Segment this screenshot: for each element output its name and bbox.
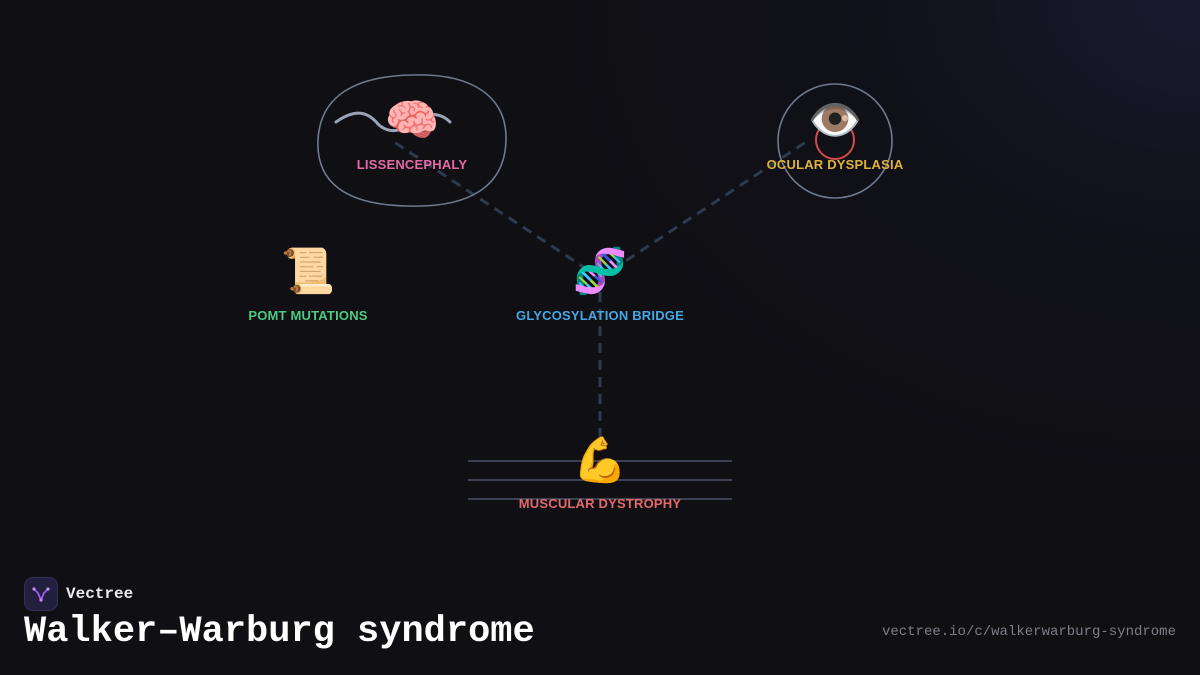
flexed-biceps-icon: 💪: [572, 435, 628, 486]
scroll-icon: 📜: [280, 246, 336, 297]
eye-icon: 👁️: [807, 95, 863, 146]
muscle-fiber-lines: [468, 460, 732, 500]
brand: Vectree: [24, 577, 133, 611]
node-label-glycosylation-bridge: GLYCOSYLATION BRIDGE: [516, 308, 684, 323]
vectree-logo-icon: [24, 577, 58, 611]
node-label-pomt-mutations: POMT MUTATIONS: [248, 308, 368, 323]
dna-icon: 🧬: [572, 246, 628, 297]
page-title: Walker–Warburg syndrome: [24, 611, 535, 653]
edge-glyco-lissencephaly: [393, 140, 589, 272]
edge-glyco-ocular: [611, 140, 807, 272]
edges: [393, 140, 807, 446]
source-url[interactable]: vectree.io/c/walkerwarburg-syndrome: [881, 624, 1176, 640]
eye-outline: [777, 83, 893, 199]
node-label-lissencephaly: LISSENCEPHALY: [356, 157, 468, 172]
node-label-ocular-dysplasia: OCULAR DYSPLASIA: [766, 157, 904, 172]
brand-name: Vectree: [66, 585, 134, 603]
brain-icon: 🧠: [384, 95, 440, 146]
node-label-muscular-dystrophy: MUSCULAR DYSTROPHY: [518, 496, 682, 511]
smooth-brain-outline: [317, 74, 507, 207]
